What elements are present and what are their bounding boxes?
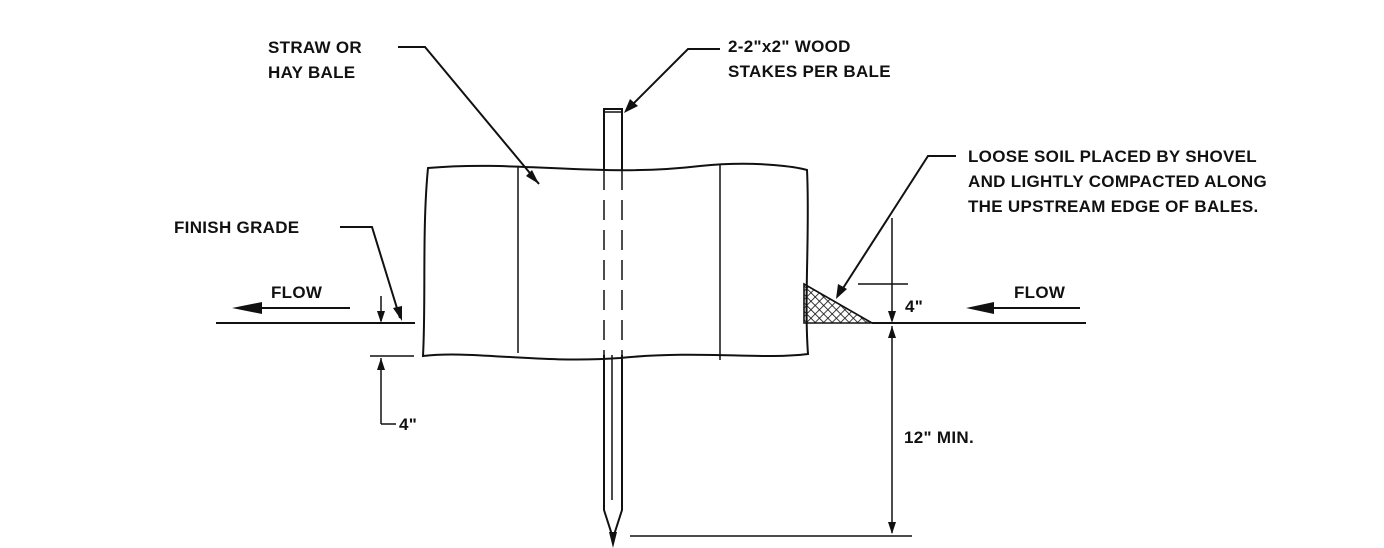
label-soil-line3: THE UPSTREAM EDGE OF BALES. bbox=[968, 197, 1259, 216]
dim-stake-arrowhead-top bbox=[888, 326, 896, 338]
dim-soil-arrowhead-bottom bbox=[888, 311, 896, 323]
label-finish-grade: FINISH GRADE bbox=[174, 218, 299, 237]
leader-finish-grade-arrow bbox=[393, 306, 402, 321]
label-bale-line1: STRAW OR bbox=[268, 38, 362, 57]
label-dim-stake: 12" MIN. bbox=[904, 428, 974, 447]
leader-bale-arrow bbox=[526, 170, 539, 184]
label-stakes-line2: STAKES PER BALE bbox=[728, 62, 891, 81]
leader-finish-grade bbox=[340, 226, 401, 319]
flow-arrow-right-head bbox=[966, 302, 994, 314]
leader-stakes-arrow bbox=[624, 99, 638, 113]
label-soil-line2: AND LIGHTLY COMPACTED ALONG bbox=[968, 172, 1267, 191]
dim-embed-arrowhead-upper bbox=[377, 311, 385, 323]
leader-soil-arrow bbox=[836, 284, 847, 299]
stake-tip bbox=[609, 532, 617, 548]
label-dim-soil: 4" bbox=[905, 297, 923, 316]
dim-stake-arrowhead-bottom bbox=[888, 522, 896, 534]
leader-soil bbox=[837, 155, 956, 297]
leader-stakes bbox=[626, 48, 720, 111]
leader-bale bbox=[398, 46, 540, 185]
loose-soil-crosshatch bbox=[804, 284, 872, 323]
flow-arrow-left-head bbox=[232, 302, 262, 314]
dim-embed-arrowhead-lower bbox=[377, 358, 385, 370]
label-flow-right: FLOW bbox=[1014, 283, 1066, 302]
label-bale-line2: HAY BALE bbox=[268, 63, 355, 82]
label-dim-embed: 4" bbox=[399, 415, 417, 434]
wood-stake-top bbox=[603, 108, 623, 170]
label-soil-line1: LOOSE SOIL PLACED BY SHOVEL bbox=[968, 147, 1257, 166]
straw-bale bbox=[421, 162, 810, 361]
label-flow-left: FLOW bbox=[271, 283, 323, 302]
label-stakes-line1: 2-2"x2" WOOD bbox=[728, 37, 851, 56]
wood-stake-bottom bbox=[603, 355, 623, 542]
